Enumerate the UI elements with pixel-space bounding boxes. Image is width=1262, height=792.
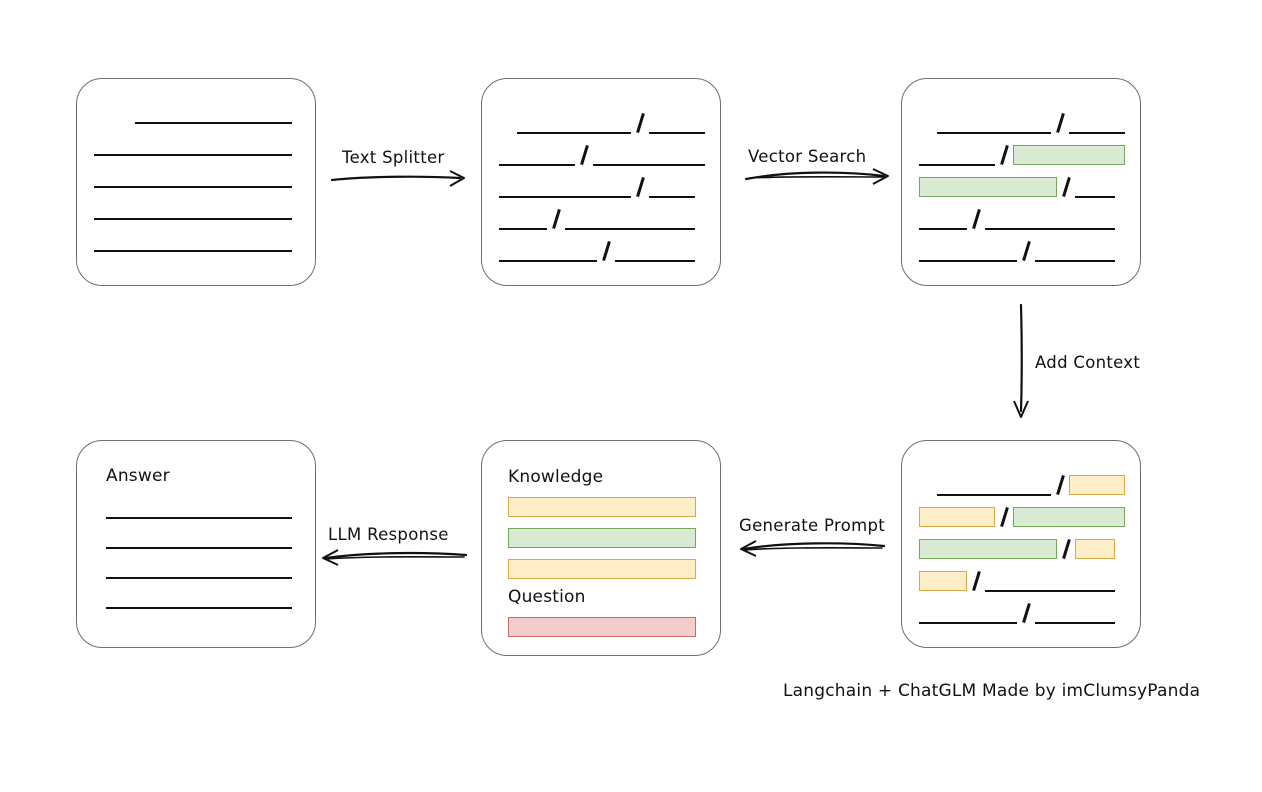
- chunk-separator-icon: [597, 240, 615, 262]
- arrow-label-add-context: Add Context: [1035, 353, 1141, 372]
- footer-credit: Langchain + ChatGLM Made by imClumsyPand…: [783, 681, 1201, 701]
- chunk-row: [499, 112, 705, 134]
- chunk-segment: [649, 112, 705, 134]
- chunk-separator-icon: [1051, 474, 1069, 496]
- document-line: [94, 154, 292, 156]
- knowledge-chunk-yellow: [508, 497, 696, 517]
- chunk-segment: [499, 176, 631, 198]
- chunk-row: [919, 144, 1125, 166]
- matched-chunk-highlight: [919, 539, 1057, 559]
- chunk-row: [499, 144, 705, 166]
- matched-chunk-highlight: [1013, 507, 1125, 527]
- chunk-segment: [499, 144, 575, 166]
- context-chunk-highlight: [1075, 539, 1115, 559]
- generate-prompt-arrow: [740, 540, 886, 557]
- document-line: [94, 186, 292, 188]
- chunk-segment: [1035, 240, 1115, 262]
- chunk-segment: [1035, 602, 1115, 624]
- context-document-box[interactable]: [901, 440, 1141, 648]
- chunk-row: [919, 506, 1125, 528]
- chunk-row: [919, 538, 1125, 560]
- chunk-segment: [919, 208, 967, 230]
- chunk-segment: [985, 570, 1115, 592]
- chunk-segment: [937, 112, 1051, 134]
- knowledge-chunk-green: [508, 528, 696, 548]
- vector-search-arrow: [744, 168, 889, 185]
- chunk-separator-icon: [547, 208, 565, 230]
- answer-line: [106, 577, 292, 579]
- knowledge-chunk-yellow: [508, 559, 696, 579]
- arrow-label-llm-response: LLM Response: [328, 525, 449, 544]
- split-document-box[interactable]: [481, 78, 721, 286]
- chunk-separator-icon: [1051, 112, 1069, 134]
- source-document-box[interactable]: [76, 78, 316, 286]
- chunk-separator-icon: [1017, 240, 1035, 262]
- matched-chunk-highlight: [1013, 145, 1125, 165]
- chunk-row: [919, 112, 1125, 134]
- prompt-box[interactable]: Knowledge Question: [481, 440, 721, 656]
- chunk-segment: [593, 144, 705, 166]
- llm-response-arrow: [322, 549, 468, 566]
- question-label: Question: [508, 587, 586, 607]
- chunk-segment: [985, 208, 1115, 230]
- chunk-segment: [499, 240, 597, 262]
- chunk-row: [919, 602, 1125, 624]
- chunk-segment: [919, 602, 1017, 624]
- document-line: [135, 122, 292, 124]
- knowledge-label: Knowledge: [508, 467, 604, 487]
- chunk-segment: [499, 208, 547, 230]
- chunk-segment: [649, 176, 695, 198]
- chunk-segment: [615, 240, 695, 262]
- chunk-row: [919, 208, 1125, 230]
- chunk-row: [919, 570, 1125, 592]
- question-chunk-red: [508, 617, 696, 637]
- context-chunk-highlight: [919, 507, 995, 527]
- chunk-segment: [517, 112, 631, 134]
- answer-box[interactable]: Answer: [76, 440, 316, 648]
- chunk-separator-icon: [575, 144, 593, 166]
- document-line: [94, 250, 292, 252]
- arrow-label-generate-prompt: Generate Prompt: [739, 516, 885, 535]
- chunk-separator-icon: [1057, 538, 1075, 560]
- chunk-segment: [919, 144, 995, 166]
- searched-document-box[interactable]: [901, 78, 1141, 286]
- chunk-segment: [919, 240, 1017, 262]
- answer-line: [106, 517, 292, 519]
- arrow-label-vector-search: Vector Search: [748, 147, 867, 166]
- context-chunk-highlight: [1069, 475, 1125, 495]
- answer-line: [106, 547, 292, 549]
- chunk-row: [919, 474, 1125, 496]
- chunk-row: [499, 208, 705, 230]
- chunk-separator-icon: [1017, 602, 1035, 624]
- answer-line: [106, 607, 292, 609]
- chunk-row: [499, 176, 705, 198]
- matched-chunk-highlight: [919, 177, 1057, 197]
- context-chunk-highlight: [919, 571, 967, 591]
- add-context-arrow: [1013, 303, 1029, 418]
- chunk-separator-icon: [967, 208, 985, 230]
- chunk-separator-icon: [631, 176, 649, 198]
- chunk-separator-icon: [1057, 176, 1075, 198]
- chunk-segment: [937, 474, 1051, 496]
- arrow-label-text-splitter: Text Splitter: [342, 148, 445, 167]
- chunk-segment: [1069, 112, 1125, 134]
- chunk-segment: [565, 208, 695, 230]
- document-line: [94, 218, 292, 220]
- chunk-row: [919, 240, 1125, 262]
- chunk-segment: [1075, 176, 1115, 198]
- text-splitter-arrow: [330, 170, 465, 187]
- chunk-separator-icon: [631, 112, 649, 134]
- chunk-row: [499, 240, 705, 262]
- chunk-row: [919, 176, 1125, 198]
- chunk-separator-icon: [995, 506, 1013, 528]
- chunk-separator-icon: [967, 570, 985, 592]
- answer-label: Answer: [106, 466, 170, 486]
- chunk-separator-icon: [995, 144, 1013, 166]
